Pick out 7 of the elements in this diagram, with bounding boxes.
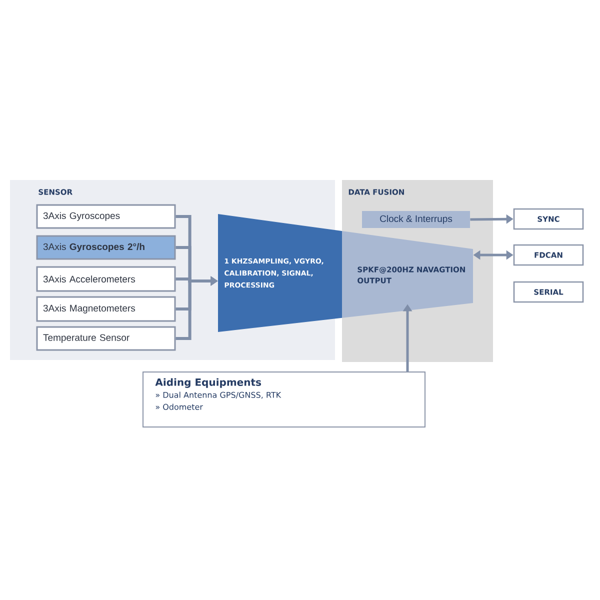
sensor-box: 3Axis Gyroscopes	[36, 204, 176, 229]
sensor-box: Temperature Sensor	[36, 326, 176, 351]
sensor-box: 3Axis Magnetometers	[36, 296, 176, 322]
sensor-box: 3Axis Gyroscopes 2°/h	[36, 235, 176, 260]
sensor-box: 3Axis Accelerometers	[36, 266, 176, 292]
clock-label: Clock & Interrups	[362, 211, 470, 228]
aiding-box: Aiding Equipments » Dual Antenna GPS/GNSS, RTK » Odometer	[142, 372, 426, 428]
